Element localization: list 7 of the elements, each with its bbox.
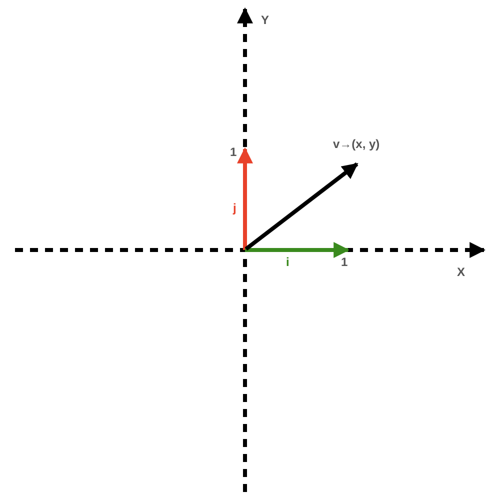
vector-label: v→(x, y) — [333, 138, 380, 150]
tick-label: 1 — [341, 256, 348, 268]
vector-label: i — [286, 256, 290, 268]
tick-label: 1 — [230, 146, 237, 158]
vector-label: j — [233, 202, 236, 214]
axis-label: Y — [261, 14, 270, 26]
axis-label: X — [457, 266, 466, 278]
